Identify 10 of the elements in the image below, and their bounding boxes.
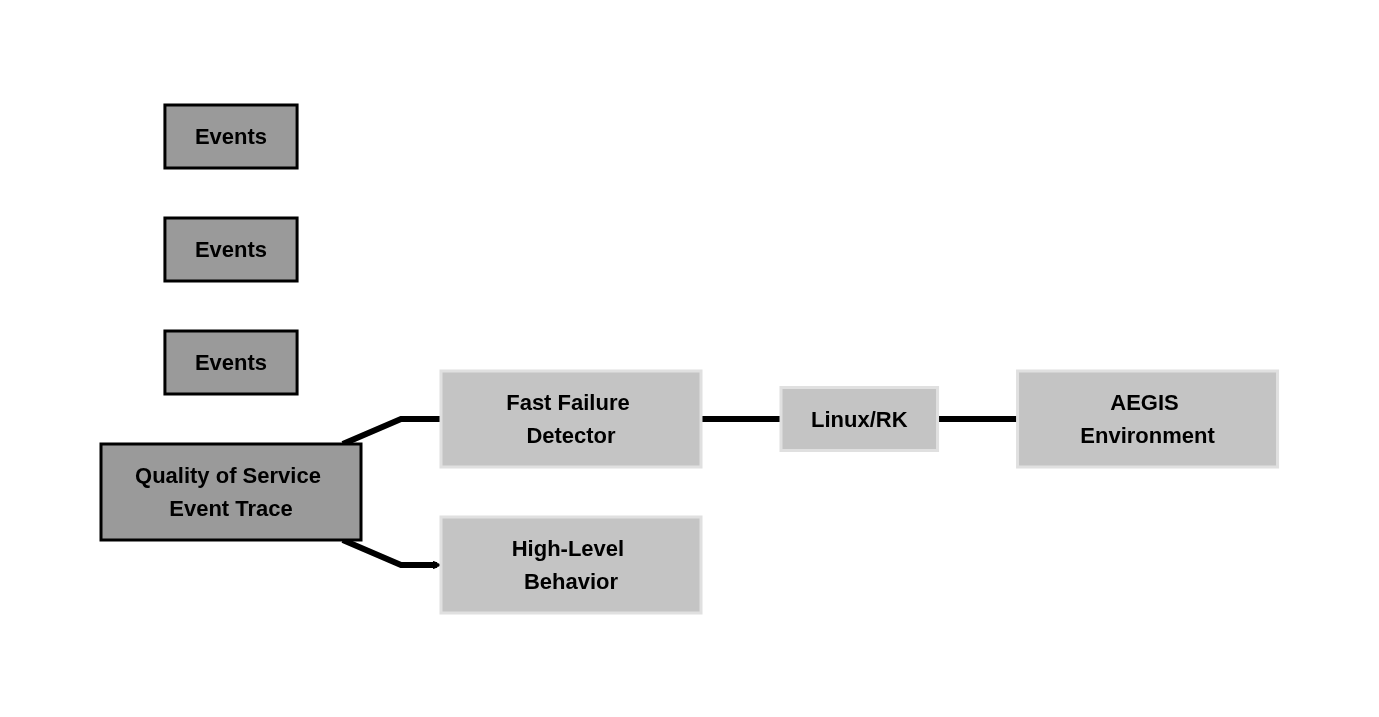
connector xyxy=(937,415,1018,422)
node-box: High-Level Behavior xyxy=(439,515,703,614)
node-box: AEGIS Environment xyxy=(1016,369,1280,468)
node-box: Linux/RK xyxy=(779,385,940,452)
node-box: Events xyxy=(163,216,299,282)
connector xyxy=(701,415,782,422)
node-box: Events xyxy=(163,329,299,395)
node-box: Quality of Service Event Trace xyxy=(99,442,363,541)
node-box: Fast Failure Detector xyxy=(439,369,703,468)
node-box: Events xyxy=(163,103,299,169)
